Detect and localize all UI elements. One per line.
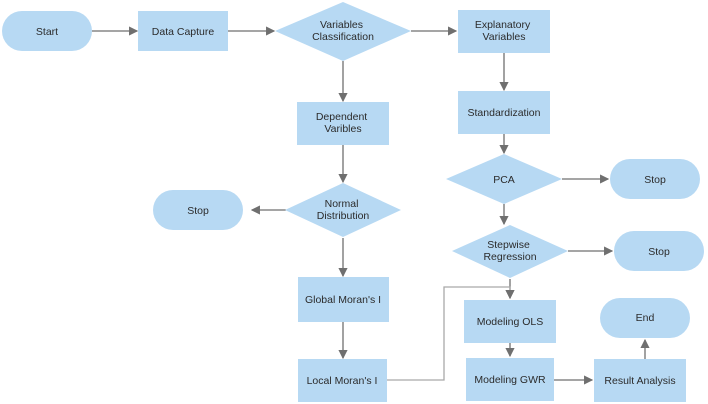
node-standardization: Standardization — [458, 91, 550, 134]
node-stop-stepwise: Stop — [614, 231, 704, 271]
node-normal-distribution-label: Normal Distribution — [317, 198, 370, 222]
node-end: End — [600, 298, 690, 338]
node-start-label: Start — [36, 26, 58, 38]
node-local-morans-i: Local Moran's I — [298, 359, 387, 402]
node-modeling-ols-label: Modeling OLS — [477, 316, 544, 328]
node-modeling-gwr: Modeling GWR — [466, 358, 554, 401]
node-stop-stepwise-label: Stop — [648, 246, 670, 258]
node-normal-distribution: Normal Distribution — [285, 183, 401, 237]
node-pca-label: PCA — [493, 174, 515, 186]
node-dependent-varibles: Dependent Varibles — [297, 102, 389, 145]
node-modeling-gwr-label: Modeling GWR — [474, 374, 546, 386]
node-pca: PCA — [446, 154, 562, 204]
node-stop-normal-label: Stop — [187, 205, 209, 217]
node-explanatory-variables-label: Explanatory Variables — [475, 19, 533, 43]
node-stepwise-regression: Stepwise Regression — [452, 225, 568, 278]
edge-local-morans-i-to-modeling-ols — [387, 286, 515, 381]
node-result-analysis: Result Analysis — [594, 359, 686, 402]
node-start: Start — [2, 11, 92, 51]
node-global-morans-i: Global Moran's I — [298, 277, 389, 322]
node-stop-pca-label: Stop — [644, 174, 666, 186]
node-dependent-varibles-label: Dependent Varibles — [316, 111, 370, 135]
node-local-morans-i-label: Local Moran's I — [307, 375, 378, 387]
node-data-capture-label: Data Capture — [152, 26, 215, 38]
node-stop-normal: Stop — [153, 190, 243, 230]
node-stop-pca: Stop — [610, 159, 700, 199]
node-explanatory-variables: Explanatory Variables — [458, 10, 550, 53]
edges — [92, 26, 650, 385]
node-variables-classification-label: Variables Classification — [312, 19, 374, 43]
node-end-label: End — [636, 312, 655, 324]
node-stepwise-regression-label: Stepwise Regression — [483, 239, 536, 263]
node-modeling-ols: Modeling OLS — [464, 300, 556, 343]
node-result-analysis-label: Result Analysis — [604, 375, 675, 387]
node-data-capture: Data Capture — [138, 11, 228, 51]
node-global-morans-i-label: Global Moran's I — [305, 294, 381, 306]
node-variables-classification: Variables Classification — [275, 2, 411, 61]
node-standardization-label: Standardization — [468, 107, 541, 119]
